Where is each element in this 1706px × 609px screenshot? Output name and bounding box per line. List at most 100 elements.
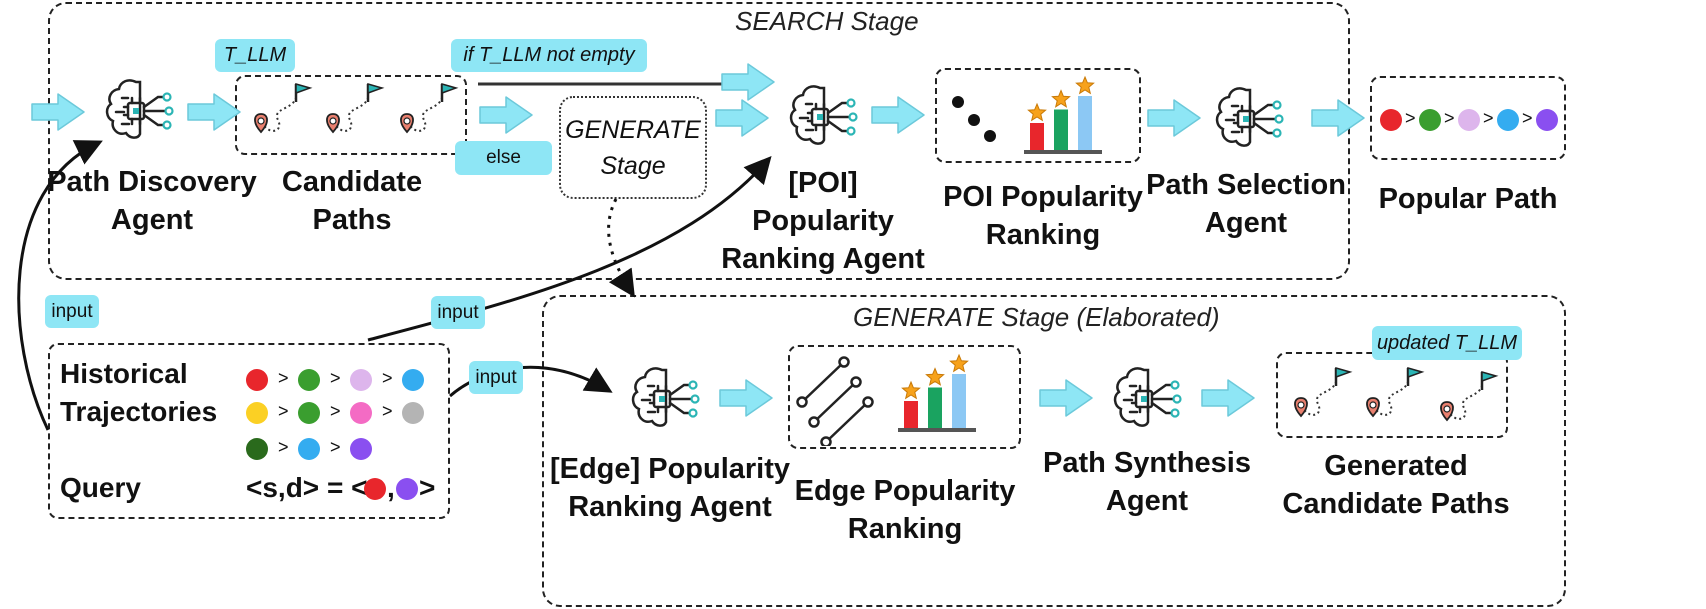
flow-arrow-2	[871, 96, 925, 134]
flow-arrow-4	[1311, 99, 1365, 137]
flow-arrow-generate-out	[715, 99, 769, 137]
poi-dots-icon	[952, 96, 996, 142]
path-discovery-agent-label: Path Discovery Agent	[47, 166, 257, 236]
separator: >	[1444, 108, 1455, 128]
separator: >	[382, 368, 393, 388]
trajectory-node	[298, 369, 320, 391]
separator: >	[330, 401, 341, 421]
separator: >	[1405, 108, 1416, 128]
separator: >	[1522, 108, 1533, 128]
search-stage-frame	[48, 2, 1350, 280]
flow-arrow-7	[1201, 379, 1255, 417]
ranking-bar	[928, 387, 942, 428]
ranking-bar	[1030, 123, 1044, 150]
trajectory-node	[298, 438, 320, 460]
ranking-baseline	[1024, 150, 1102, 154]
route-icon	[1294, 367, 1353, 418]
flow-arrow-5	[719, 379, 773, 417]
ranking-bar	[952, 374, 966, 428]
trajectory-node	[350, 369, 372, 391]
ranking-bar	[1078, 96, 1092, 150]
trajectory-row: > > >	[246, 368, 436, 394]
history-title-line1: Historical	[60, 358, 188, 389]
separator: >	[330, 368, 341, 388]
separator: >	[330, 437, 341, 457]
history-title-line2: Trajectories	[60, 396, 218, 427]
popular-path-label: Popular Path	[1378, 183, 1558, 215]
separator: >	[278, 368, 289, 388]
edge-popularity-ranking-label: Edge Popularity Ranking	[794, 475, 1016, 545]
route-icon	[254, 83, 313, 134]
trajectory-node	[350, 402, 372, 424]
flow-arrow-3	[1147, 99, 1201, 137]
candidate-paths-label: Candidate Paths	[281, 166, 423, 236]
poi-ranking-agent-icon	[789, 85, 858, 145]
trajectory-node	[298, 402, 320, 424]
route-icon	[400, 83, 459, 134]
path-selection-agent-label: Path Selection Agent	[1146, 169, 1346, 239]
path-node	[1458, 109, 1480, 131]
query-suffix: >	[419, 472, 436, 503]
ranking-baseline	[898, 428, 976, 432]
updated-t-llm-tag: updated T_LLM	[1372, 326, 1522, 360]
trajectory-node	[350, 438, 372, 460]
flow-arrow-if-head	[721, 63, 775, 101]
trajectory-node	[402, 402, 424, 424]
input-tag-mid: input	[431, 296, 485, 329]
star-icon	[1027, 102, 1047, 122]
ranking-bar	[904, 401, 918, 428]
flow-arrow-1	[187, 93, 241, 131]
input-arrow-left	[17, 140, 103, 431]
query-comma: ,	[387, 472, 395, 503]
query-prefix: <s,d> = <	[246, 472, 368, 503]
path-selection-agent-icon	[1215, 87, 1284, 147]
route-icon	[1366, 367, 1425, 418]
edge-lines-icon	[796, 356, 874, 446]
separator: >	[1483, 108, 1494, 128]
path-synthesis-agent-label: Path Synthesis Agent	[1043, 447, 1251, 517]
star-icon	[1075, 75, 1095, 95]
trajectory-node	[402, 369, 424, 391]
flow-arrow-in	[31, 93, 85, 131]
input-arrow-mid	[367, 155, 772, 342]
else-tag: else	[455, 141, 552, 175]
query-label: Query	[60, 472, 141, 503]
generate-stage-title: GENERATE Stage (Elaborated)	[853, 302, 1220, 332]
separator: >	[278, 437, 289, 457]
poi-ranking-chart-icon	[1024, 75, 1102, 154]
star-icon	[901, 380, 921, 400]
route-icon	[326, 83, 385, 134]
trajectory-node	[246, 438, 268, 460]
trajectory-row: > >	[246, 437, 436, 463]
path-synthesis-agent-icon	[1113, 367, 1182, 427]
path-node	[1380, 109, 1402, 131]
flow-arrow-else	[479, 96, 533, 134]
edge-ranking-agent-label: [Edge] Popularity Ranking Agent	[549, 453, 791, 523]
query-expression: <s,d> = < , >	[246, 472, 446, 508]
trajectory-row: > > >	[246, 401, 436, 427]
query-destination-node	[396, 478, 418, 500]
popular-path-sequence: > > > >	[1380, 106, 1560, 134]
generated-candidate-paths-label: Generated Candidate Paths	[1282, 450, 1510, 520]
input-tag-left: input	[45, 295, 99, 328]
edge-ranking-agent-icon	[631, 367, 700, 427]
candidate-paths-box	[235, 75, 467, 155]
edge-ranking-box	[788, 345, 1021, 449]
edge-ranking-chart-icon	[898, 353, 976, 432]
trajectory-node	[246, 369, 268, 391]
star-icon	[949, 353, 969, 373]
route-icon	[1440, 371, 1499, 422]
flow-arrow-6	[1039, 379, 1093, 417]
if-not-empty-tag: if T_LLM not empty	[451, 39, 647, 72]
input-tag-right: input	[469, 361, 523, 394]
path-node	[1497, 109, 1519, 131]
t-llm-tag: T_LLM	[215, 39, 295, 72]
generate-stage-box: GENERATE Stage	[559, 96, 707, 199]
generate-dotted-arrow	[607, 198, 635, 298]
star-icon	[925, 367, 945, 386]
separator: >	[278, 401, 289, 421]
path-discovery-agent-icon	[105, 79, 174, 139]
ranking-bar	[1054, 109, 1068, 150]
path-node	[1536, 109, 1558, 131]
